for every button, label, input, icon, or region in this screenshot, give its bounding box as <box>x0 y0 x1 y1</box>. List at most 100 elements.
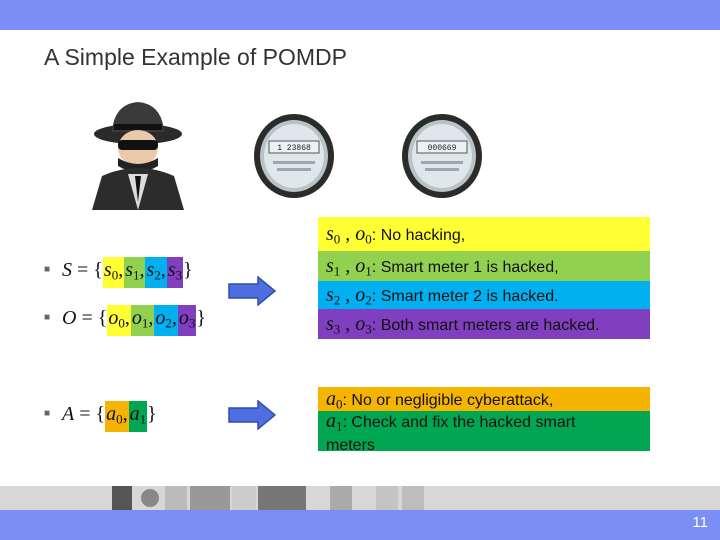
state-element-index: 0 <box>111 267 119 283</box>
hacker-icon <box>92 102 184 210</box>
state-observation-symbols: s1 , o1 <box>326 255 372 279</box>
comma: , <box>160 259 166 281</box>
action-symbol-group: a0 <box>326 388 343 412</box>
state-element-symbol: s <box>103 259 112 281</box>
observation-symbol: o <box>355 255 366 277</box>
action-element: a0, <box>105 401 129 433</box>
state-description-box: s0 , o0: No hacking,s1 , o1: Smart meter… <box>318 217 650 339</box>
observation-index: 2 <box>365 292 372 308</box>
action-element-index: 0 <box>116 411 123 427</box>
observation-symbol: o <box>355 313 366 335</box>
state-symbol: s <box>326 313 334 335</box>
state-symbol: s <box>326 223 334 245</box>
observation-element: o2, <box>154 305 178 337</box>
observation-element-index: 1 <box>141 315 149 331</box>
state-index: 0 <box>333 231 341 247</box>
meter-2-display: 000669 <box>428 144 457 153</box>
action-row: a0: No or negligible cyberattack, <box>318 387 650 411</box>
comma: , <box>340 284 356 306</box>
action-index: 0 <box>336 396 343 412</box>
action-set: A = {a0,a1} <box>62 401 157 433</box>
action-symbol: A <box>62 403 75 425</box>
state-element-symbol: s <box>146 259 155 281</box>
observation-symbol: o <box>355 284 366 306</box>
comma: , <box>340 313 356 335</box>
observation-element: o3 <box>177 305 197 337</box>
state-row: s0 , o0: No hacking, <box>318 217 650 251</box>
observation-element-symbol: o <box>108 307 119 329</box>
state-symbol: s <box>326 284 334 306</box>
bottom-bar <box>0 510 720 540</box>
state-element-index: 2 <box>154 267 161 283</box>
comma: , <box>340 255 356 277</box>
page-number: 11 <box>692 514 708 531</box>
state-description: : Both smart meters are hacked. <box>371 317 600 334</box>
state-element: s2, <box>145 257 167 289</box>
comma: , <box>340 223 356 245</box>
action-element-symbol: a <box>106 403 117 425</box>
action-element-index: 1 <box>139 411 147 427</box>
slide-title: A Simple Example of POMDP <box>44 44 347 70</box>
observation-element-symbol: o <box>131 307 142 329</box>
comma: , <box>124 307 130 329</box>
state-element: s1, <box>124 257 146 289</box>
closing-brace: } <box>147 403 157 425</box>
action-element: a1 <box>128 401 148 433</box>
footer-image-strip <box>0 486 720 510</box>
state-index: 2 <box>333 292 341 308</box>
state-description: : Smart meter 1 is hacked, <box>371 259 559 276</box>
comma: , <box>122 403 128 425</box>
observation-symbol: o <box>355 223 366 245</box>
smart-meter-1-icon: 1 23868 <box>254 114 334 198</box>
observation-element-index: 3 <box>188 315 196 331</box>
observation-element-symbol: o <box>178 307 189 329</box>
state-index: 1 <box>333 263 341 279</box>
observation-element-symbol: o <box>155 307 166 329</box>
observation-index: 3 <box>365 321 372 337</box>
observation-element-index: 2 <box>165 315 172 331</box>
equals-sign: = { <box>72 259 103 281</box>
bullet-marker: ■ <box>44 264 51 275</box>
comma: , <box>118 259 124 281</box>
bullet-marker: ■ <box>44 408 51 419</box>
state-element-index: 3 <box>175 267 183 283</box>
bullet-marker: ■ <box>44 312 51 323</box>
top-bar <box>0 0 720 30</box>
state-description: : Smart meter 2 is hacked. <box>371 288 559 305</box>
state-row: s3 , o3: Both smart meters are hacked. <box>318 309 650 339</box>
meter-1-display: 1 23868 <box>277 144 311 153</box>
state-observation-symbols: s0 , o0 <box>326 223 372 247</box>
state-element-symbol: s <box>167 259 176 281</box>
comma: , <box>171 307 177 329</box>
observation-symbol: O <box>62 307 77 329</box>
state-element-symbol: s <box>125 259 133 281</box>
observation-index: 1 <box>365 263 372 279</box>
action-index: 1 <box>336 418 343 434</box>
observation-element-index: 0 <box>118 315 125 331</box>
action-description: : No or negligible cyberattack, <box>342 392 554 409</box>
closing-brace: } <box>196 307 206 329</box>
equals-sign: = { <box>76 307 108 329</box>
state-set: S = {s0,s1,s2,s3} <box>62 257 193 289</box>
state-element-index: 1 <box>132 267 140 283</box>
action-symbol-group: a1 <box>326 410 343 434</box>
action-symbol: a <box>326 410 336 432</box>
state-observation-symbols: s2 , o2 <box>326 284 372 308</box>
equals-sign: = { <box>74 403 106 425</box>
observation-element: o1, <box>130 305 155 337</box>
observation-index: 0 <box>365 231 372 247</box>
action-symbol: a <box>326 388 336 410</box>
closing-brace: } <box>183 259 193 281</box>
smart-meter-2-icon: 000669 <box>402 114 482 198</box>
action-row: a1: Check and fix the hacked smart meter… <box>318 410 650 454</box>
state-description: : No hacking, <box>371 227 466 244</box>
right-arrow-icon <box>228 400 276 430</box>
comma: , <box>148 307 154 329</box>
state-symbol: s <box>326 255 334 277</box>
action-element-symbol: a <box>129 403 140 425</box>
action-description-box: a0: No or negligible cyberattack,a1: Che… <box>318 387 650 454</box>
observation-set: O = {o0,o1,o2,o3} <box>62 305 206 337</box>
right-arrow-icon <box>228 276 276 306</box>
state-element: s0, <box>102 257 125 289</box>
observation-element: o0, <box>107 305 131 337</box>
